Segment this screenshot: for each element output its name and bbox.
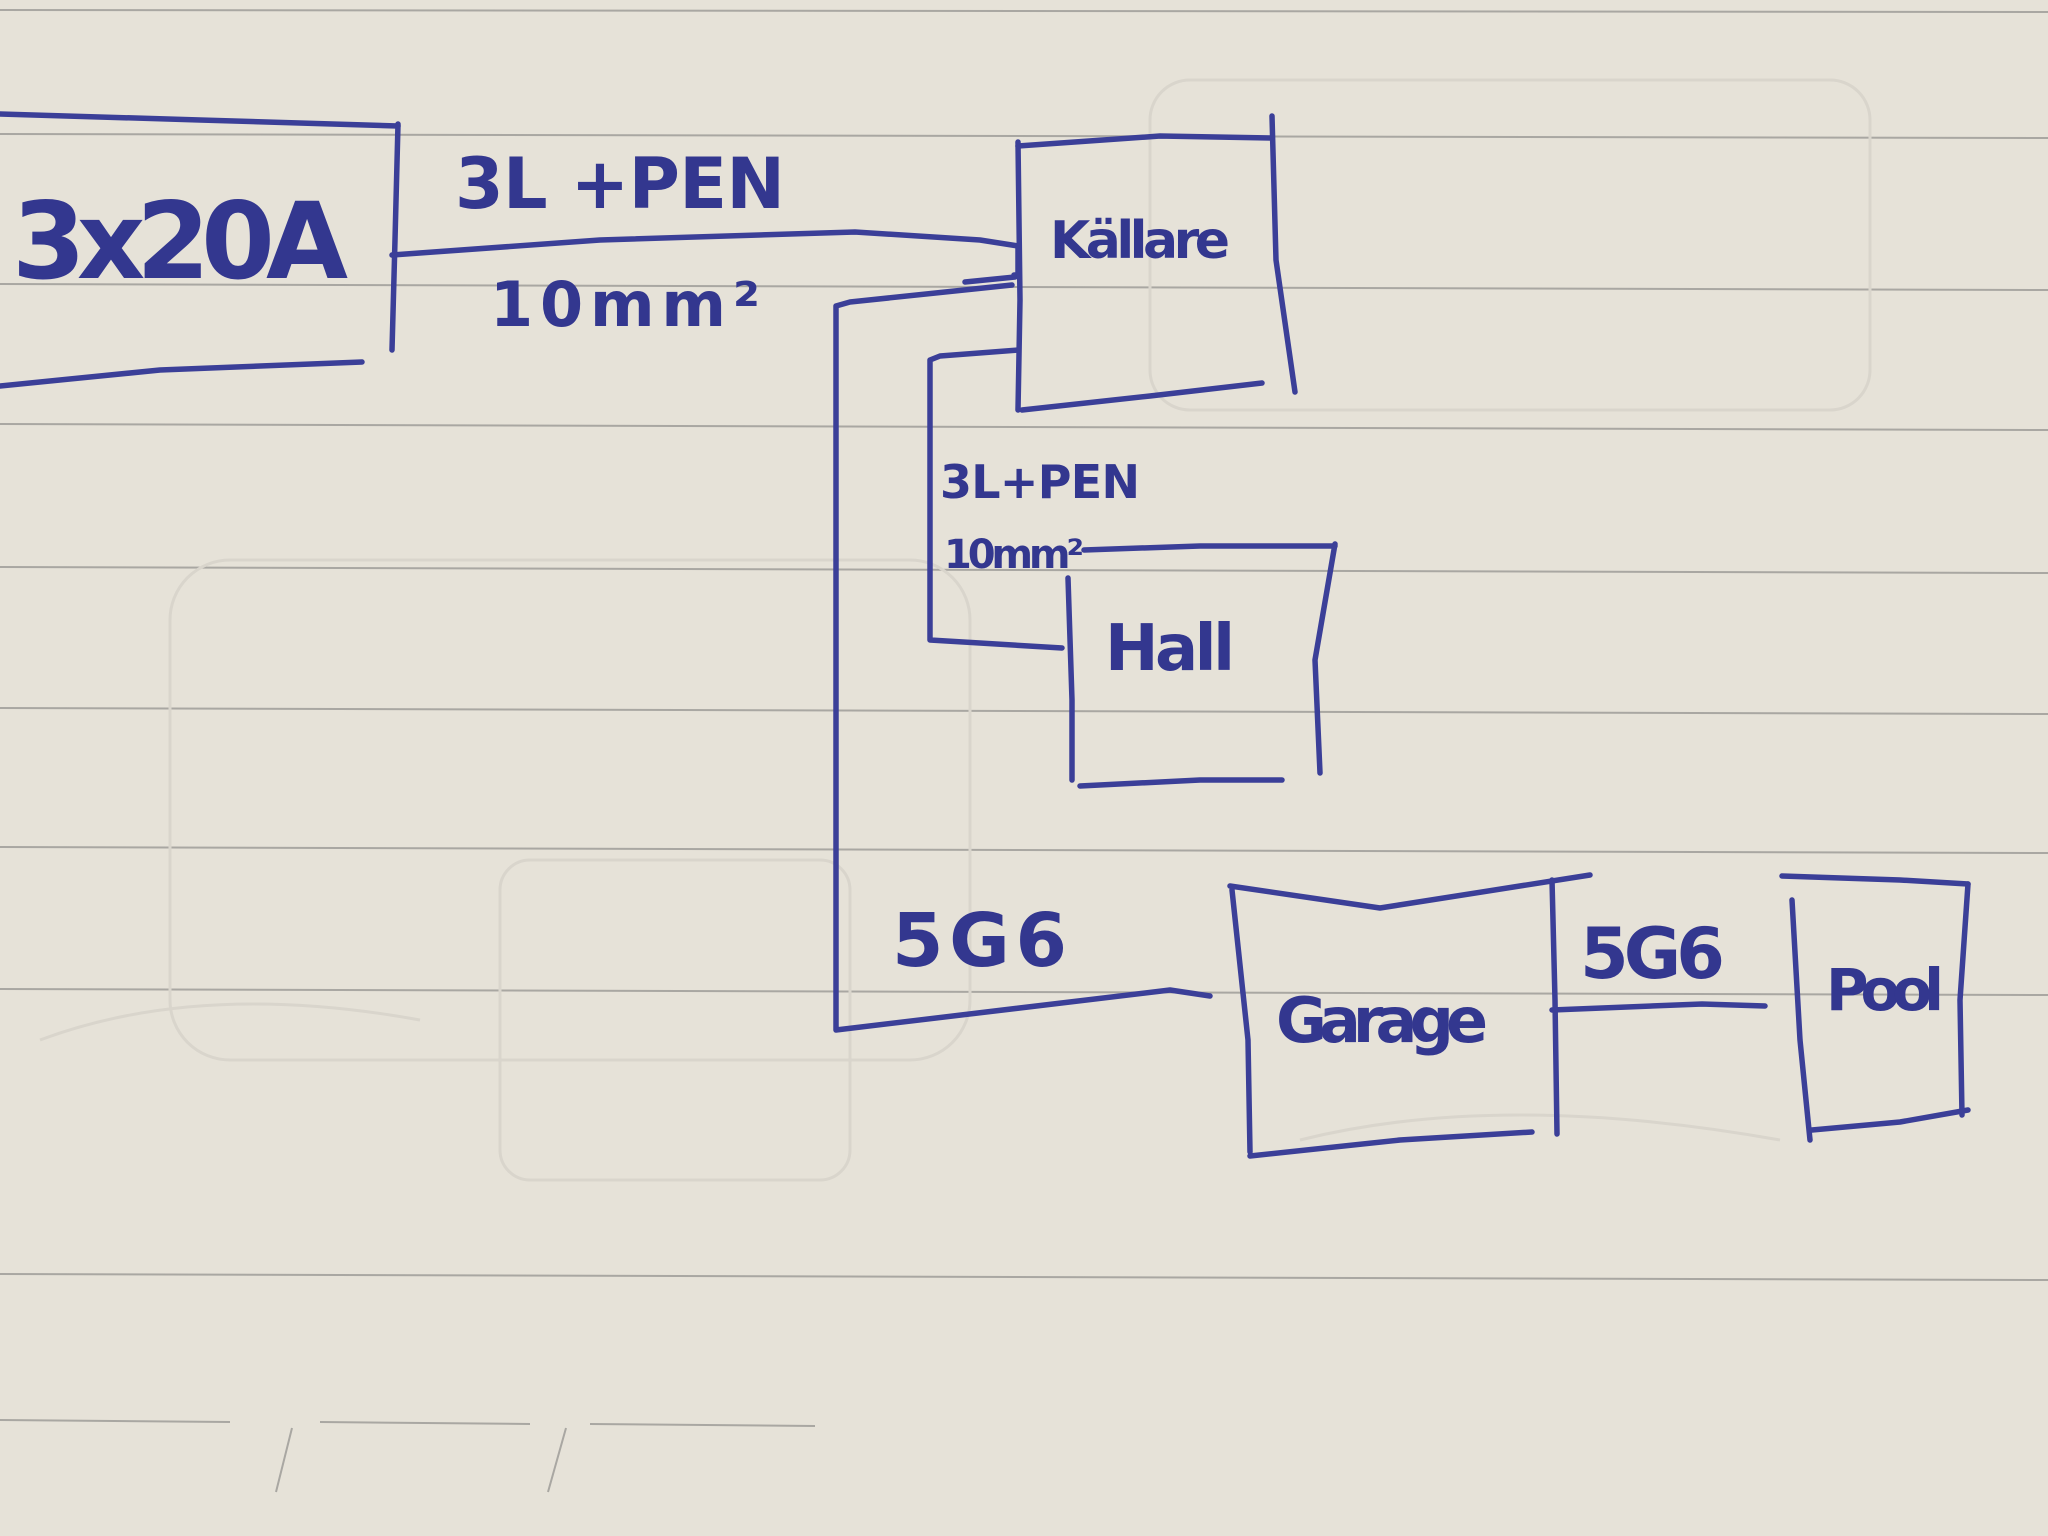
wire-kallare-to-garage	[833, 282, 1213, 1033]
kallare-box	[1015, 113, 1298, 413]
supply-label: 3x20A	[12, 180, 348, 303]
ruled-lines	[0, 9, 2048, 1493]
feed-area-label: 10mm²	[490, 268, 760, 341]
wire-kallare-to-hall	[927, 347, 1065, 651]
pool-box	[1779, 873, 1971, 1143]
show-through-marks	[39, 78, 1872, 1182]
supply-box	[0, 111, 401, 389]
wire-garage-to-pool	[1549, 1001, 1768, 1013]
hall-box	[1065, 541, 1338, 789]
pool-feed-cable-label: 5G6	[1580, 913, 1725, 995]
feed-conductors-label: 3L +PEN	[455, 143, 785, 225]
hall-label: Hall	[1105, 612, 1235, 686]
kallare-label: Källare	[1050, 211, 1230, 271]
pool-label: Pool	[1826, 956, 1944, 1024]
garage-box	[1227, 872, 1593, 1159]
garage-feed-cable-label: 5G6	[892, 898, 1067, 984]
hall-feed-conductors-label: 3L+PEN	[940, 455, 1140, 509]
garage-label: Garage	[1276, 984, 1488, 1057]
hall-feed-area-label: 10mm²	[944, 532, 1084, 578]
